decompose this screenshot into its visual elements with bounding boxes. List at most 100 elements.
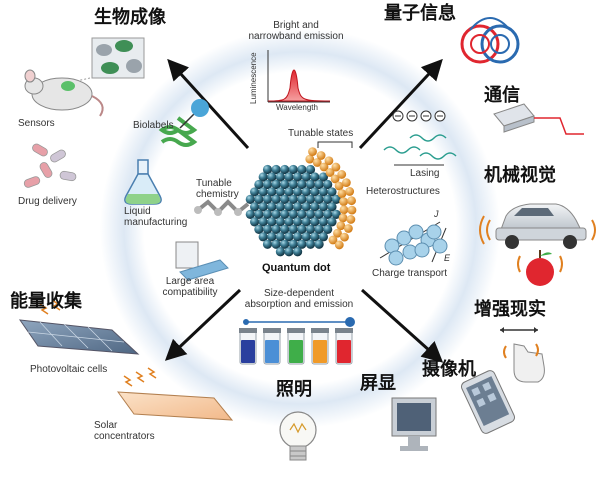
qd-atom	[262, 239, 273, 249]
qd-atom	[284, 172, 294, 182]
tunable-states-bracket	[317, 141, 353, 148]
qd-atom	[271, 209, 281, 219]
charge-dot	[426, 224, 442, 240]
shell-atom	[308, 147, 317, 157]
flask-icon	[124, 159, 162, 205]
qd-atom	[267, 217, 277, 227]
qd-atom	[250, 202, 260, 212]
qd-atom	[293, 187, 303, 197]
photovoltaic-panel-icon	[18, 299, 140, 355]
apple-icon	[517, 250, 563, 286]
charge-dot	[388, 250, 404, 266]
qd-atom	[323, 179, 333, 190]
qd-atom	[305, 224, 316, 234]
qd-atom	[258, 232, 268, 242]
current-j-label: J	[434, 209, 439, 219]
shell-atom	[337, 170, 347, 179]
qd-atom	[284, 187, 294, 197]
qd-atom	[327, 202, 337, 212]
heterostructures-label: Heterostructures	[366, 186, 440, 197]
shell-atom	[331, 162, 341, 172]
qd-atom	[310, 232, 320, 242]
qd-atom	[275, 172, 285, 182]
cell-image-icon	[91, 37, 145, 79]
qd-atom	[314, 194, 324, 205]
sensors-label: Sensors	[18, 118, 55, 129]
qd-atom	[254, 179, 264, 190]
vial-row	[239, 328, 353, 365]
qd-atom	[288, 239, 298, 249]
arrows	[164, 58, 444, 363]
qd-atom	[293, 217, 303, 227]
qd-atom	[280, 224, 290, 234]
shell-atom	[316, 151, 326, 160]
qd-atom	[288, 164, 298, 175]
vial-cap	[311, 328, 329, 333]
qd-atom	[258, 172, 268, 182]
qd-atom	[288, 209, 298, 219]
qd-atom	[331, 194, 341, 205]
qd-atom	[271, 224, 281, 234]
qd-atom	[284, 202, 294, 212]
drug-delivery-icon	[23, 143, 77, 188]
qd-atom	[323, 209, 333, 219]
qd-atom	[288, 224, 298, 234]
app-lighting-label: 照明	[276, 379, 312, 400]
qd-atom	[280, 239, 290, 249]
qd-atom	[267, 232, 277, 242]
charge-dot	[432, 238, 448, 254]
qd-atom	[250, 187, 260, 197]
shell-atom	[347, 205, 357, 215]
quantum-dot-title: Quantum dot	[262, 262, 331, 274]
app-ar-label: 增强现实	[474, 299, 546, 320]
qd-atom	[271, 164, 281, 175]
shell-atom	[339, 197, 349, 207]
qd-atom	[271, 194, 281, 205]
lasing-icon	[383, 110, 457, 166]
qd-atom	[258, 202, 268, 212]
solar-concentrator-icon	[116, 367, 234, 421]
arrow-lower-left	[164, 288, 242, 361]
qd-atom	[327, 187, 337, 197]
qd-atom	[314, 224, 324, 234]
qd-atom	[267, 187, 277, 197]
qd-atom	[327, 217, 337, 227]
vial-liquid	[241, 340, 255, 363]
arrow-upper-left	[167, 58, 250, 150]
qd-atom	[323, 194, 333, 205]
shell-atom	[330, 174, 340, 184]
qd-atom	[262, 179, 273, 190]
qd-atom	[254, 224, 264, 234]
qd-atom	[275, 202, 285, 212]
qd-atom	[318, 172, 328, 182]
qd-atom	[271, 239, 281, 249]
qd-atom	[275, 187, 285, 197]
shell-atom	[333, 228, 342, 238]
qd-atom	[310, 187, 320, 197]
biolabels-label: Biolabels	[133, 120, 174, 131]
shell-atom	[338, 213, 348, 223]
qd-atom	[271, 179, 281, 190]
small-dot-marker	[243, 319, 249, 325]
qd-atom	[245, 194, 255, 205]
qd-atom	[318, 232, 328, 242]
wavelength-axis-label: Wavelength	[276, 103, 318, 112]
qd-atom	[280, 194, 290, 205]
lasing-label: Lasing	[410, 168, 440, 179]
qd-atom	[293, 232, 303, 242]
qd-atom	[305, 194, 316, 205]
app-camera-label: 摄像机	[422, 359, 476, 380]
shell-atom	[347, 196, 356, 206]
qd-atom	[284, 217, 294, 227]
qd-atom	[280, 164, 290, 175]
emission-spectrum	[267, 50, 331, 103]
emission-title: Bright and narrowband emission	[248, 20, 344, 42]
qd-atom	[262, 224, 273, 234]
qd-atom	[301, 232, 311, 242]
qd-atom	[254, 209, 264, 219]
phone-icon	[460, 370, 516, 434]
app-quantum-info-label: 量子信息	[384, 3, 456, 24]
qd-atom	[280, 179, 290, 190]
shell-atom	[336, 221, 346, 231]
